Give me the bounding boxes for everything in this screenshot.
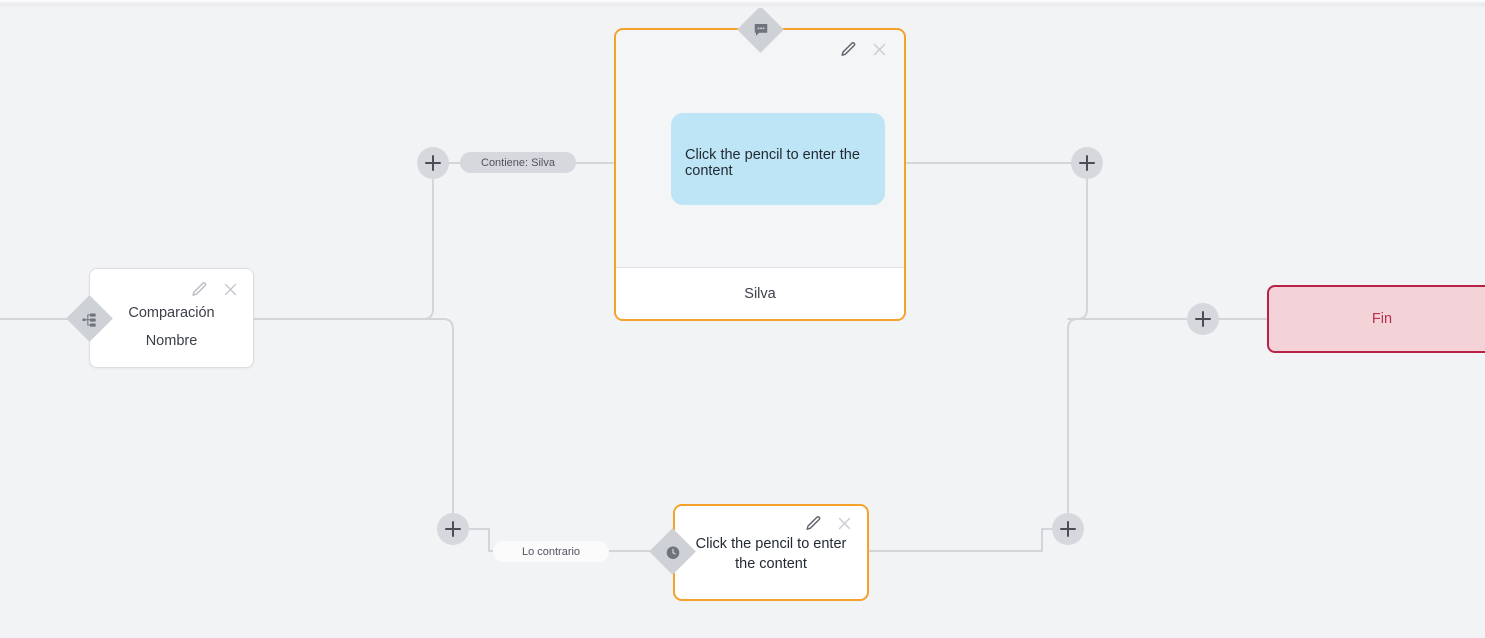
close-icon[interactable] bbox=[836, 515, 853, 532]
add-step-before-end-button[interactable] bbox=[1187, 303, 1219, 335]
pencil-icon[interactable] bbox=[840, 41, 857, 58]
close-icon[interactable] bbox=[222, 281, 239, 298]
node-comparacion-title: Comparación bbox=[128, 305, 215, 321]
header-shadow-strip bbox=[0, 0, 1485, 8]
chat-bubble-text: Click the pencil to enter the content bbox=[671, 113, 885, 205]
node-comparacion[interactable]: Comparación Nombre bbox=[89, 268, 254, 368]
edge-merge-true-down bbox=[1067, 178, 1088, 320]
chat-bubble-icon-badge bbox=[737, 6, 784, 53]
add-step-merge-true-button[interactable] bbox=[1071, 147, 1103, 179]
add-step-branch-false-button[interactable] bbox=[437, 513, 469, 545]
edge-wait-to-merge bbox=[868, 528, 1053, 552]
node-comparacion-actions bbox=[191, 281, 239, 298]
chat-bubble-icon bbox=[753, 22, 769, 38]
add-step-merge-false-button[interactable] bbox=[1052, 513, 1084, 545]
edge-label-condition-false[interactable]: Lo contrario bbox=[493, 541, 609, 562]
pencil-icon[interactable] bbox=[191, 281, 208, 298]
edge-merge-false-up bbox=[1067, 318, 1188, 514]
pencil-icon[interactable] bbox=[805, 515, 822, 532]
node-end-label: Fin bbox=[1371, 311, 1393, 327]
node-chat-message[interactable]: Click the pencil to enter the content Si… bbox=[614, 28, 906, 321]
node-wait-step[interactable]: Click the pencil to enter the content bbox=[673, 504, 869, 601]
edge-branch-true-join bbox=[253, 308, 434, 320]
node-end[interactable]: Fin bbox=[1267, 285, 1485, 353]
clock-icon-badge bbox=[649, 528, 696, 575]
node-chat-actions bbox=[840, 41, 888, 58]
add-step-branch-true-button[interactable] bbox=[417, 147, 449, 179]
sitemap-icon bbox=[82, 311, 98, 327]
close-icon[interactable] bbox=[871, 41, 888, 58]
edge-label-condition-true[interactable]: Contiene: Silva bbox=[460, 152, 576, 173]
clock-icon bbox=[665, 544, 681, 560]
node-wait-text: Click the pencil to enter the content bbox=[695, 536, 847, 572]
sitemap-icon-badge bbox=[66, 295, 113, 342]
node-comparacion-subtitle: Nombre bbox=[145, 333, 198, 349]
edge-split-down bbox=[253, 318, 454, 514]
node-chat-footer-label: Silva bbox=[616, 267, 904, 319]
node-wait-actions bbox=[805, 515, 853, 532]
